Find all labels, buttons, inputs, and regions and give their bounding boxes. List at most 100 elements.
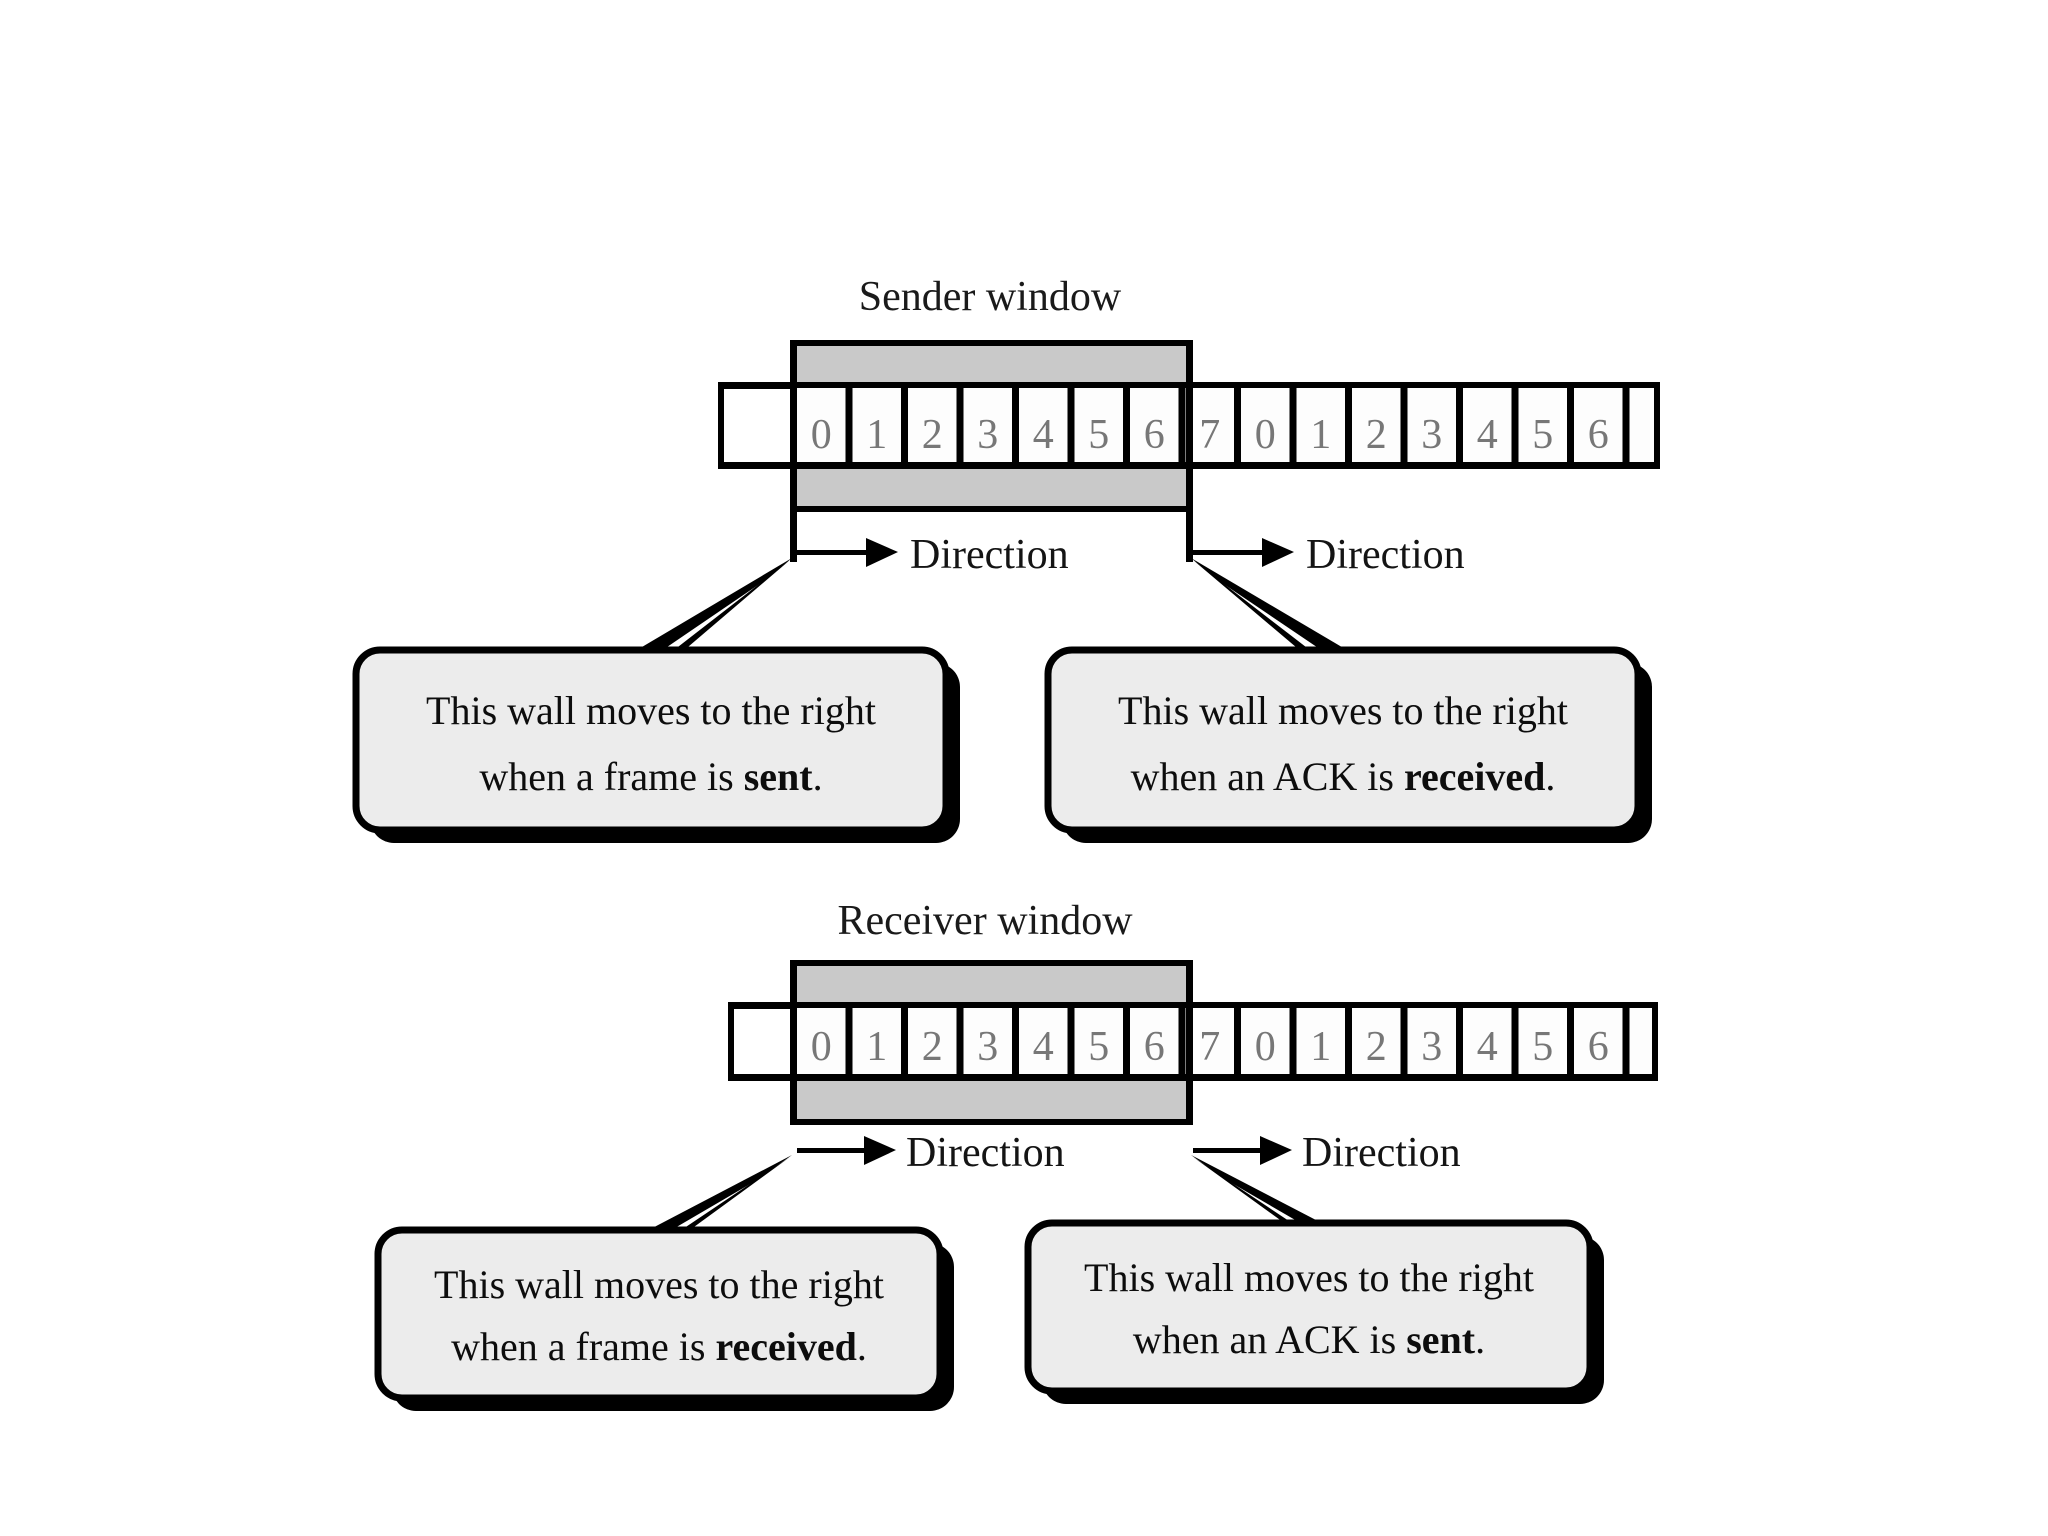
frame-cell-divider xyxy=(956,1008,964,1074)
sender-left-callout-line2-bold: sent xyxy=(744,754,814,799)
frame-cell-background xyxy=(1296,1008,1345,1074)
sender-window-bottom-edge xyxy=(790,506,1193,512)
frame-cell-number: 2 xyxy=(922,1024,943,1070)
receiver-left-callout-tail-edge xyxy=(662,1157,790,1243)
frame-cell-number: 2 xyxy=(1366,412,1387,458)
frame-cell-divider xyxy=(1234,388,1241,462)
receiver-right-callout-line2-bold: sent xyxy=(1406,1317,1476,1362)
frame-cell-number: 0 xyxy=(1255,1024,1276,1070)
frame-cell-divider xyxy=(1345,388,1352,462)
receiver-right-callout-line2: when an ACK is sent. xyxy=(1133,1317,1485,1362)
frame-cell-number: 1 xyxy=(866,1024,887,1070)
receiver-left-direction-arrow xyxy=(797,1136,896,1165)
frame-cell-divider xyxy=(1345,1008,1352,1074)
sender-window-band-top xyxy=(795,345,1190,388)
sender-right-callout: This wall moves to the right when an ACK… xyxy=(1044,558,1652,843)
frame-cell-background xyxy=(1074,1008,1123,1074)
frame-cell-background xyxy=(1352,388,1401,462)
frame-cell-background xyxy=(1241,388,1290,462)
sender-left-callout-line1: This wall moves to the right xyxy=(426,688,876,733)
sender-left-callout-body xyxy=(352,646,950,834)
sender-right-callout-body xyxy=(1044,646,1642,834)
frame-cell-number: 5 xyxy=(1088,1024,1109,1070)
sender-left-direction-arrow xyxy=(797,538,898,567)
frame-cell-divider xyxy=(1289,388,1297,462)
frame-cell-number: 0 xyxy=(811,1024,832,1070)
receiver-cell-dividers xyxy=(790,1008,1652,1074)
sender-left-callout-line2-suffix: . xyxy=(813,754,823,799)
frame-cell-number: 6 xyxy=(1588,412,1609,458)
frame-cell-number: 5 xyxy=(1532,412,1553,458)
frame-cell-background xyxy=(1241,1008,1290,1074)
frame-cell-background xyxy=(1407,1008,1456,1074)
receiver-right-callout-line2-suffix: . xyxy=(1475,1317,1485,1362)
sender-right-callout-line2-suffix: . xyxy=(1545,754,1555,799)
frame-cell-number: 0 xyxy=(1255,412,1276,458)
frame-cell-number: 6 xyxy=(1588,1024,1609,1070)
frame-cell-divider xyxy=(1067,388,1075,462)
frame-cell-divider xyxy=(1511,1008,1519,1074)
frame-cell-background xyxy=(1019,1008,1068,1074)
sender-left-wall xyxy=(790,340,797,562)
sender-right-callout-tail-inner xyxy=(1197,566,1336,660)
sender-window-band-bottom xyxy=(795,466,1190,509)
frame-cell-divider xyxy=(956,388,964,462)
frame-cell-divider xyxy=(901,1008,908,1074)
receiver-window-title: Receiver window xyxy=(837,898,1133,944)
frame-cell-background xyxy=(1352,1008,1401,1074)
sender-left-direction-label: Direction xyxy=(910,532,1069,578)
frame-cell-number: 1 xyxy=(1310,412,1331,458)
frame-cell-divider xyxy=(1123,388,1130,462)
receiver-left-callout-line2: when a frame is received. xyxy=(451,1324,867,1369)
frame-cell-background xyxy=(963,388,1012,462)
frame-cell-number: 1 xyxy=(1310,1024,1331,1070)
frame-cell-divider xyxy=(1234,1008,1241,1074)
receiver-window-top-edge xyxy=(790,960,1193,966)
sender-right-callout-line2: when an ACK is received. xyxy=(1131,754,1556,799)
sender-left-callout-tail-edge xyxy=(656,560,790,664)
frame-cell-number: 3 xyxy=(1421,1024,1442,1070)
sender-right-wall xyxy=(1186,340,1193,562)
frame-cell-number: 3 xyxy=(977,412,998,458)
frame-cell-background xyxy=(1185,1008,1234,1074)
frame-cell-background xyxy=(1518,1008,1567,1074)
receiver-strip-right-cap xyxy=(1652,1002,1658,1081)
receiver-left-callout-line1: This wall moves to the right xyxy=(434,1262,884,1307)
frame-cell-divider xyxy=(901,388,908,462)
receiver-right-wall xyxy=(1186,960,1193,1125)
frame-cell-background xyxy=(1463,388,1512,462)
frame-cell-background xyxy=(1185,388,1234,462)
receiver-window-band-bottom xyxy=(795,1078,1190,1120)
frame-cell-number: 6 xyxy=(1144,412,1165,458)
frame-cell-divider xyxy=(1067,1008,1075,1074)
sender-left-callout-line2: when a frame is sent. xyxy=(479,754,822,799)
sender-right-callout-line1: This wall moves to the right xyxy=(1118,688,1568,733)
sender-right-callout-line2-prefix: when an ACK is xyxy=(1131,754,1404,799)
frame-cell-divider xyxy=(1178,1008,1186,1074)
frame-cell-background xyxy=(852,388,901,462)
receiver-right-callout-line1: This wall moves to the right xyxy=(1084,1255,1534,1300)
frame-cell-divider xyxy=(1567,388,1574,462)
receiver-left-wall xyxy=(790,960,797,1125)
sender-left-callout: This wall moves to the right when a fram… xyxy=(352,558,960,843)
frame-cell-divider xyxy=(1456,1008,1463,1074)
frame-cell-divider xyxy=(1012,1008,1019,1074)
frame-cell-background-empty xyxy=(1629,388,1654,462)
frame-cell-background xyxy=(1130,388,1179,462)
receiver-right-direction-arrow xyxy=(1193,1136,1292,1165)
receiver-left-callout-line2-bold: received xyxy=(715,1324,856,1369)
frame-cell-background xyxy=(1574,1008,1623,1074)
frame-cell-number: 2 xyxy=(1366,1024,1387,1070)
frame-cell-background xyxy=(1407,388,1456,462)
frame-cell-number: 6 xyxy=(1144,1024,1165,1070)
frame-cell-background xyxy=(963,1008,1012,1074)
sender-window-title: Sender window xyxy=(859,274,1122,320)
sender-left-callout-tail xyxy=(610,558,792,666)
receiver-left-callout-body xyxy=(374,1226,944,1402)
frame-cell-number: 0 xyxy=(811,412,832,458)
frame-cell-number: 5 xyxy=(1532,1024,1553,1070)
frame-cell-background xyxy=(1463,1008,1512,1074)
receiver-left-callout: This wall moves to the right when a fram… xyxy=(374,1155,954,1411)
sender-window-top-edge xyxy=(790,340,1193,346)
